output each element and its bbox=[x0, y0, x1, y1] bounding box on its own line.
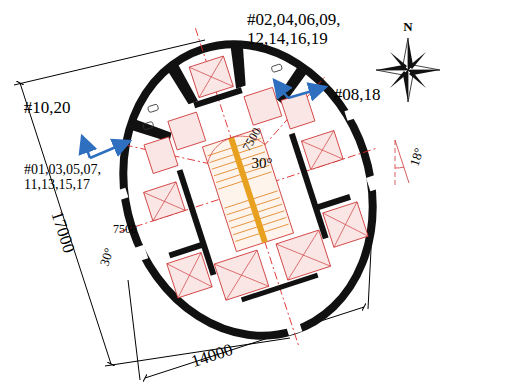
sensor-group-label: #01,03,05,07, 11,13,15,17 bbox=[24, 162, 146, 193]
angle-text: 18° bbox=[407, 146, 426, 168]
sensor-group-label: #10,20 bbox=[24, 99, 71, 118]
angle-text: 30° bbox=[97, 246, 116, 268]
dimension-text: 7500 bbox=[113, 223, 137, 236]
angle-text: 30° bbox=[252, 155, 273, 172]
sensor-group-label: #02,04,06,09, 12,14,16,19 bbox=[247, 11, 397, 48]
sensor-arrow bbox=[82, 80, 326, 158]
dimension-text: 17000 bbox=[47, 209, 78, 255]
north-mark: N bbox=[403, 20, 412, 34]
dimension-text: 14000 bbox=[189, 341, 235, 372]
compass bbox=[376, 38, 440, 102]
sensor-group-label: #08,18 bbox=[334, 86, 381, 105]
building-outline bbox=[67, 0, 427, 389]
